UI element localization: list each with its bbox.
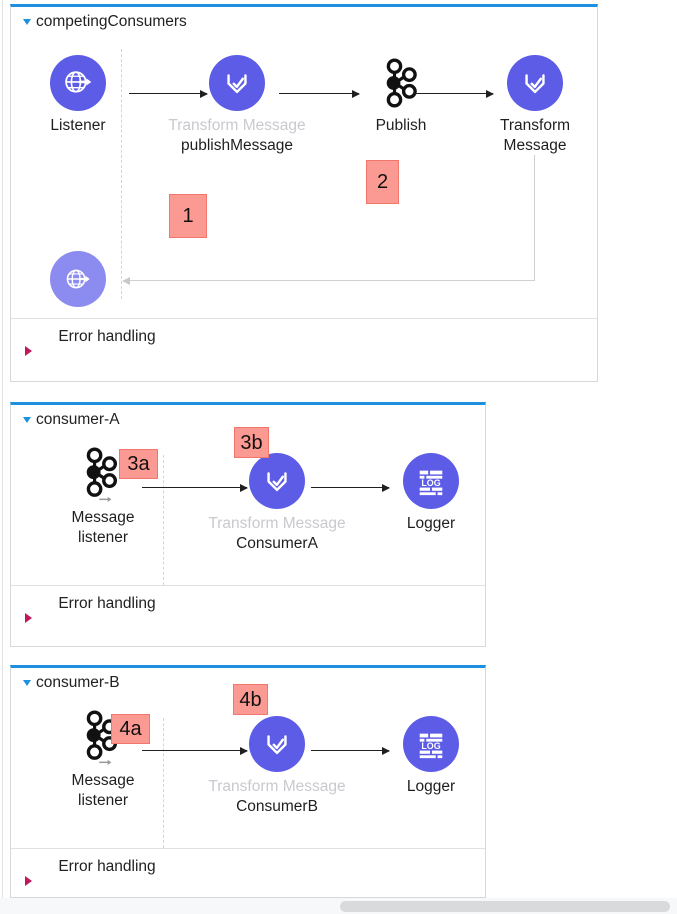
node-sublabel: ConsumerA (236, 535, 318, 552)
node-label: Publish (375, 117, 427, 134)
node-icon-circle (75, 447, 131, 503)
lane-separator (121, 49, 122, 299)
chevron-down-icon[interactable] (23, 19, 31, 25)
annotation-badge-text: 1 (182, 205, 194, 227)
annotation-badge-3a: 3a (119, 449, 158, 479)
globe-arrow-icon (65, 71, 92, 93)
error-handling-label: Error handling (58, 858, 156, 875)
node-icon-circle (507, 55, 563, 111)
error-handling-label: Error handling (58, 595, 156, 612)
kafka-listener-icon (86, 447, 118, 502)
annotation-badge-text: 3b (240, 431, 263, 454)
error-handling-section-2[interactable]: Error handling (11, 585, 485, 649)
logger-icon: LOG (419, 470, 443, 496)
flow-consumer-a[interactable]: consumer-A Message (10, 402, 486, 647)
node-label: Transform Message (168, 117, 306, 134)
connector-arrow (311, 746, 390, 755)
lane-separator (163, 718, 164, 848)
horizontal-scrollbar-track[interactable] (0, 898, 677, 914)
flow-competing-consumers[interactable]: competingConsumers Listener (10, 4, 598, 382)
annotation-badge-text: 4a (119, 718, 142, 740)
annotation-badge-text: 2 (376, 171, 389, 193)
connector-arrow (142, 746, 248, 755)
transform-message-icon (227, 74, 247, 94)
connector-arrow (129, 89, 208, 98)
annotation-badge-4a: 4a (111, 714, 150, 744)
node-label: Transform Message (208, 778, 346, 795)
chevron-down-icon[interactable] (23, 680, 31, 686)
transform-message-icon (267, 735, 287, 755)
node-label: Message listener (71, 509, 135, 546)
annotation-badge-text: 4b (239, 688, 262, 711)
connector-arrow (142, 483, 248, 492)
chevron-down-icon[interactable] (23, 417, 31, 423)
flow-title-text: consumer-A (36, 411, 120, 428)
connector-arrow (415, 89, 494, 98)
node-sublabel: ConsumerB (236, 798, 318, 815)
lane-separator (163, 455, 164, 585)
node-icon-circle (209, 55, 265, 111)
node-icon-circle: LOG (403, 453, 459, 509)
connector-arrow (279, 89, 360, 98)
node-label: Logger (406, 515, 456, 532)
flow-consumer-b[interactable]: consumer-B Message liste (10, 665, 486, 898)
transform-message-icon (525, 74, 545, 94)
node-label: Message listener (71, 772, 135, 809)
error-handling-section-3[interactable]: Error handling (11, 848, 485, 912)
node-icon-circle (50, 55, 106, 111)
svg-text:LOG: LOG (421, 478, 440, 488)
flow-title-consumer-a[interactable]: consumer-A (23, 411, 120, 429)
node-label: Transform Message (499, 117, 571, 154)
annotation-badge-3b: 3b (234, 427, 269, 458)
node-transform-message-publish[interactable]: Transform Message publishMessage (141, 55, 333, 156)
logger-icon: LOG (419, 733, 443, 759)
node-icon-circle (373, 55, 429, 111)
node-listener-response[interactable] (50, 251, 106, 307)
error-handling-label: Error handling (58, 328, 156, 345)
node-label: Logger (406, 778, 456, 795)
annotation-badge-2: 2 (366, 160, 399, 204)
node-transform-message-consumer-b[interactable]: Transform Message ConsumerB (181, 716, 373, 817)
flow-title-competing-consumers[interactable]: competingConsumers (23, 13, 187, 31)
flow-title-text: competingConsumers (36, 13, 187, 30)
connector-arrow (311, 483, 390, 492)
annotation-badge-4b: 4b (233, 684, 268, 715)
node-transform-message-consumer-a-box[interactable]: Transform Message ConsumerA (181, 453, 373, 554)
editor-gutter-line (2, 0, 3, 900)
chevron-right-icon[interactable] (25, 875, 32, 886)
node-publish[interactable]: Publish (363, 55, 439, 136)
chevron-right-icon[interactable] (25, 612, 32, 623)
node-sublabel: publishMessage (180, 137, 293, 154)
svg-text:LOG: LOG (421, 741, 440, 751)
node-label: Listener (50, 117, 106, 134)
flow-title-consumer-b[interactable]: consumer-B (23, 674, 120, 692)
node-icon-circle: LOG (403, 716, 459, 772)
node-transform-message-right[interactable]: Transform Message (497, 55, 573, 156)
globe-arrow-icon (66, 269, 90, 289)
node-message-listener[interactable]: Message listener (57, 447, 149, 548)
node-logger[interactable]: LOG Logger (393, 716, 469, 797)
chevron-right-icon[interactable] (25, 345, 32, 356)
annotation-badge-1: 1 (169, 194, 207, 238)
annotation-badge-text: 3a (127, 453, 150, 475)
node-logger[interactable]: LOG Logger (393, 453, 469, 534)
horizontal-scrollbar-thumb[interactable] (340, 901, 670, 912)
transform-message-icon (267, 472, 287, 492)
node-listener[interactable]: Listener (40, 55, 116, 136)
node-icon-circle (50, 251, 106, 307)
node-icon-circle (249, 716, 305, 772)
flow-title-text: consumer-B (36, 674, 120, 691)
error-handling-section-1[interactable]: Error handling (11, 318, 597, 382)
node-label: Transform Message (208, 515, 346, 532)
kafka-icon (386, 58, 417, 108)
node-icon-circle (249, 453, 305, 509)
